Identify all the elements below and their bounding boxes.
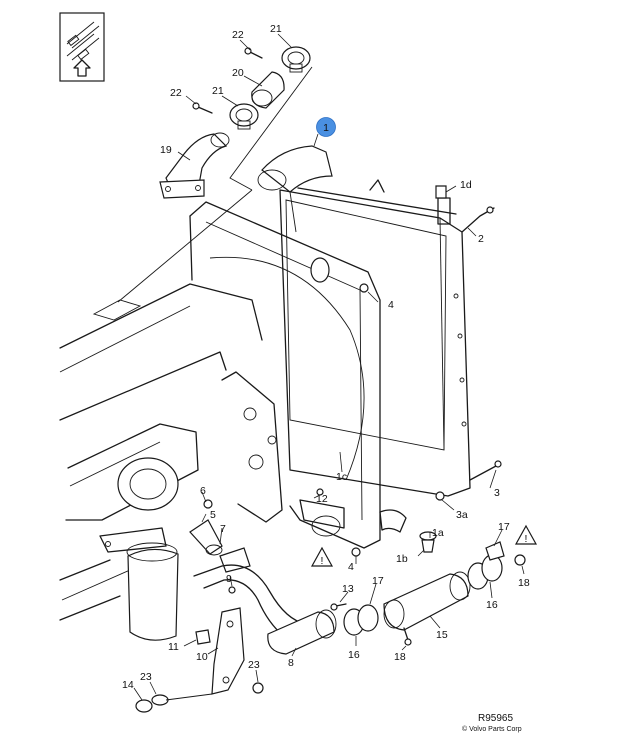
callout-19: 19 bbox=[160, 144, 172, 156]
highlight-callout-1: 1 bbox=[316, 117, 336, 137]
callout-8: 8 bbox=[288, 657, 294, 669]
warning-symbol-left: ! bbox=[321, 555, 324, 567]
callout-6: 6 bbox=[200, 485, 206, 497]
turbo-outlet-parts bbox=[189, 499, 251, 573]
callout-22-mid: 22 bbox=[170, 87, 182, 99]
part-20-hose-sleeve bbox=[251, 71, 285, 109]
callout-16-right: 16 bbox=[486, 599, 498, 611]
callout-13: 13 bbox=[342, 583, 354, 595]
callout-1c: 1c bbox=[336, 471, 347, 483]
reference-number: R95965 bbox=[478, 713, 513, 724]
callout-3a: 3a bbox=[456, 509, 468, 521]
warning-triangle-left: ! bbox=[310, 546, 334, 567]
oil-filter bbox=[99, 527, 179, 641]
orientation-icon bbox=[59, 12, 105, 82]
callout-17-right: 17 bbox=[498, 521, 510, 533]
callout-16-center: 16 bbox=[348, 649, 360, 661]
callout-1a: 1a bbox=[432, 527, 444, 539]
callout-10: 10 bbox=[196, 651, 208, 663]
highlight-label: 1 bbox=[323, 122, 329, 134]
callout-21-mid: 21 bbox=[212, 85, 224, 97]
callout-11: 11 bbox=[168, 641, 179, 653]
callout-1b: 1b bbox=[396, 553, 408, 565]
callout-4-lower: 4 bbox=[348, 561, 354, 573]
callout-18-right: 18 bbox=[518, 577, 530, 589]
callout-5: 5 bbox=[210, 509, 216, 521]
cooler-fasteners bbox=[316, 185, 447, 557]
leader-lines bbox=[133, 33, 525, 701]
copyright-notice: © Volvo Parts Corp bbox=[462, 725, 522, 733]
callout-1d: 1d bbox=[460, 179, 472, 191]
callout-3: 3 bbox=[494, 487, 500, 499]
callout-23-left: 23 bbox=[140, 671, 152, 683]
engine-block bbox=[59, 283, 283, 621]
part-8-lower-hose bbox=[193, 564, 337, 655]
callout-labels: 22 21 20 22 21 19 1d 2 4 1c 12 3 3a 6 5 … bbox=[122, 23, 530, 691]
callout-2: 2 bbox=[478, 233, 484, 245]
footer: R95965 © Volvo Parts Corp bbox=[462, 713, 522, 733]
callout-14: 14 bbox=[122, 679, 134, 691]
part-10-bracket bbox=[135, 607, 264, 713]
callout-4-upper: 4 bbox=[388, 299, 394, 311]
callout-15: 15 bbox=[436, 629, 448, 641]
part-19-pipe-elbow bbox=[159, 132, 230, 199]
warning-triangle-right: ! bbox=[514, 524, 538, 545]
callout-18-center: 18 bbox=[394, 651, 406, 663]
callout-7: 7 bbox=[220, 523, 226, 535]
callout-12: 12 bbox=[316, 493, 328, 505]
callout-20: 20 bbox=[232, 67, 244, 79]
warning-symbol-right: ! bbox=[525, 533, 528, 545]
callout-9: 9 bbox=[226, 573, 232, 585]
callout-21-top: 21 bbox=[270, 23, 282, 35]
part-1-intercooler-pipe bbox=[257, 145, 333, 233]
fan-shroud bbox=[189, 201, 445, 549]
part-21-lower-flange bbox=[229, 103, 259, 130]
upper-pipe-group-outline bbox=[117, 66, 313, 303]
callout-23-right: 23 bbox=[248, 659, 260, 671]
part-15-hose-clamps bbox=[330, 541, 526, 646]
callout-22-top: 22 bbox=[232, 29, 244, 41]
part-21-upper-flange bbox=[281, 46, 311, 73]
callout-17-center: 17 bbox=[372, 575, 384, 587]
radiator-assembly bbox=[279, 179, 502, 497]
